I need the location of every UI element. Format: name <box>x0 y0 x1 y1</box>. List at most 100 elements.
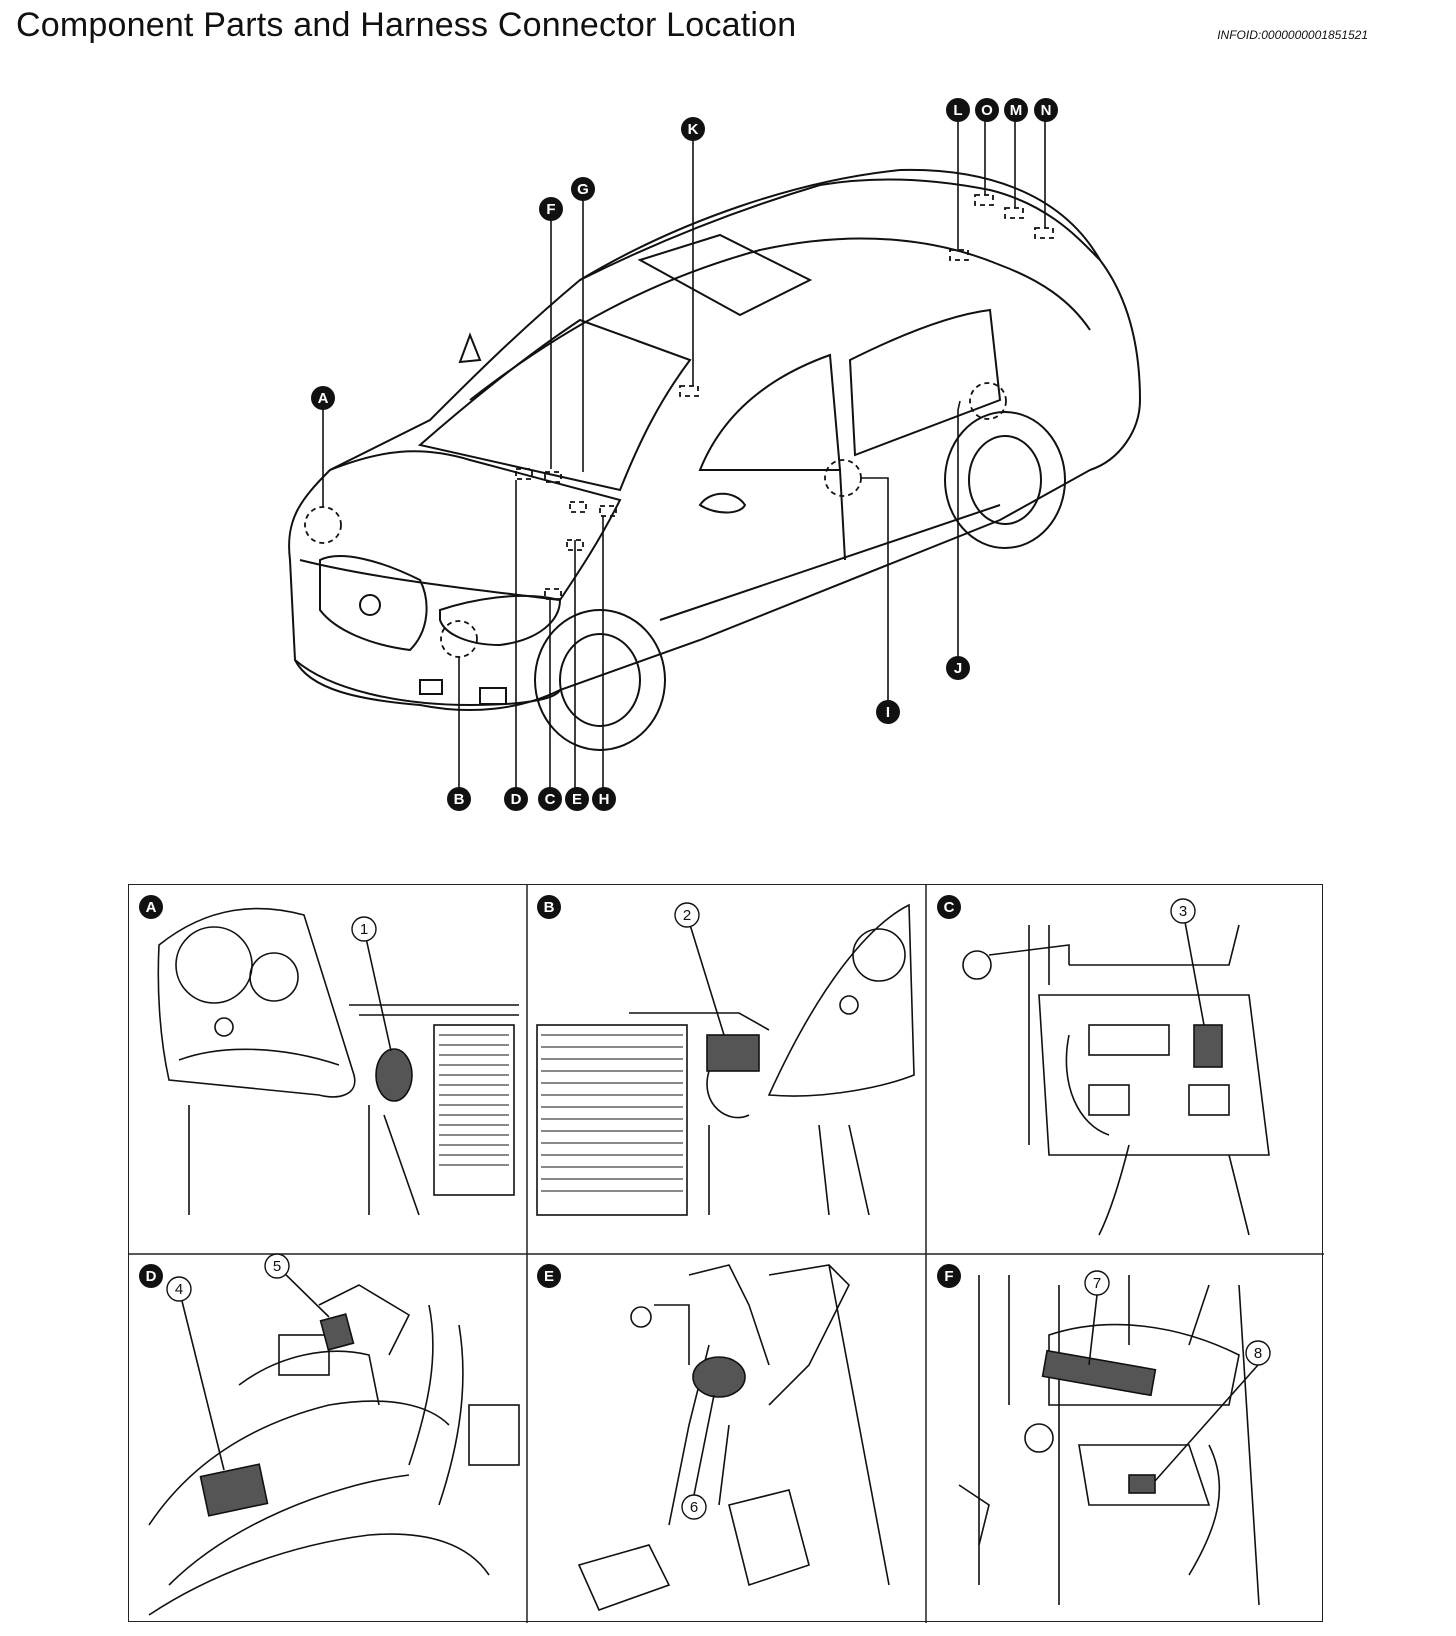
svg-text:4: 4 <box>175 1281 183 1298</box>
antenna <box>458 332 482 364</box>
svg-text:A: A <box>146 899 157 916</box>
car-body-outline <box>288 168 1142 711</box>
locator-b <box>440 620 478 658</box>
detail-view-e <box>577 1264 890 1612</box>
svg-text:6: 6 <box>690 1499 698 1516</box>
door-seam <box>839 469 846 561</box>
svg-text:I: I <box>886 704 890 721</box>
detail-label-a: A <box>139 895 163 919</box>
small-connector <box>1128 1474 1156 1494</box>
callout-o: O <box>975 98 999 122</box>
locator-a <box>304 506 342 544</box>
locator-j <box>969 382 1007 420</box>
detail-view-f <box>958 1275 1260 1606</box>
detail-label-c: C <box>937 895 961 919</box>
page-title: Component Parts and Harness Connector Lo… <box>16 6 797 44</box>
side-sill <box>659 504 1001 621</box>
component-number-2: 2 <box>674 902 700 928</box>
hood <box>299 450 622 602</box>
info-id: INFOID:0000000001851521 <box>1217 28 1368 42</box>
svg-text:1: 1 <box>360 921 368 938</box>
front-grille <box>319 555 428 652</box>
detail-view-c <box>962 910 1270 1236</box>
front-side-window <box>698 353 842 471</box>
svg-text:B: B <box>454 791 465 808</box>
svg-text:A: A <box>318 390 329 407</box>
fog-light-right <box>479 687 507 705</box>
steering-column-connector <box>199 1463 269 1517</box>
relay-component <box>1193 1024 1223 1068</box>
component-number-8: 8 <box>1245 1340 1271 1366</box>
svg-text:G: G <box>577 181 589 198</box>
component-number-3: 3 <box>1170 898 1196 924</box>
vehicle-overview-diagram: A B D C E H F G K I J L O M N <box>288 98 1142 811</box>
horn-component <box>375 1048 413 1102</box>
front-wheel <box>534 609 666 751</box>
callout-a: A <box>311 386 335 410</box>
svg-text:O: O <box>981 102 993 119</box>
rear-side-window <box>848 308 1002 457</box>
svg-text:3: 3 <box>1179 903 1187 920</box>
car-roof <box>579 178 1101 281</box>
sunroof <box>637 233 813 317</box>
svg-text:F: F <box>546 201 555 218</box>
callout-k: K <box>681 117 705 141</box>
svg-text:H: H <box>599 791 610 808</box>
svg-text:C: C <box>545 791 556 808</box>
roof-line <box>469 237 1091 401</box>
detail-view-b <box>536 903 915 1216</box>
callout-b: B <box>447 787 471 811</box>
callout-h: H <box>592 787 616 811</box>
component-number-1: 1 <box>351 916 377 942</box>
svg-text:8: 8 <box>1254 1345 1262 1362</box>
detail-label-f: F <box>937 1264 961 1288</box>
pedal-sensor-connector <box>692 1356 746 1398</box>
callout-c: C <box>538 787 562 811</box>
detail-views-svg: A 1 B <box>129 885 1324 1623</box>
column-connector-b <box>319 1313 355 1351</box>
detail-label-d: D <box>139 1264 163 1288</box>
component-number-4: 4 <box>166 1276 192 1302</box>
mirror <box>698 492 747 514</box>
detail-view-a <box>157 907 519 1216</box>
overview-callouts: A B D C E H F G K I J L O M N <box>311 98 1058 811</box>
svg-text:B: B <box>544 899 555 916</box>
svg-text:E: E <box>572 791 582 808</box>
locator-i <box>824 459 862 497</box>
windshield <box>417 318 692 492</box>
callout-j: J <box>946 656 970 680</box>
callout-e: E <box>565 787 589 811</box>
component-number-5: 5 <box>264 1253 290 1279</box>
svg-text:J: J <box>954 660 962 677</box>
svg-text:D: D <box>511 791 522 808</box>
module-connector <box>1041 1349 1157 1397</box>
detail-view-d <box>148 1265 520 1616</box>
svg-text:N: N <box>1041 102 1052 119</box>
callout-l: L <box>946 98 970 122</box>
svg-text:C: C <box>944 899 955 916</box>
svg-text:M: M <box>1010 102 1023 119</box>
svg-text:L: L <box>953 102 962 119</box>
sensor-component <box>706 1034 760 1072</box>
emblem <box>359 594 381 616</box>
svg-text:K: K <box>688 121 699 138</box>
callout-n: N <box>1034 98 1058 122</box>
component-number-7: 7 <box>1084 1270 1110 1296</box>
detail-label-e: E <box>537 1264 561 1288</box>
svg-text:D: D <box>146 1268 157 1285</box>
svg-text:E: E <box>544 1268 554 1285</box>
svg-text:7: 7 <box>1093 1275 1101 1292</box>
callout-g: G <box>571 177 595 201</box>
svg-text:5: 5 <box>273 1258 281 1275</box>
callout-d: D <box>504 787 528 811</box>
detail-label-b: B <box>537 895 561 919</box>
callout-i: I <box>876 700 900 724</box>
detail-views-grid: A 1 B <box>128 884 1324 1623</box>
svg-text:F: F <box>944 1268 953 1285</box>
fog-light-left <box>419 679 443 695</box>
callout-f: F <box>539 197 563 221</box>
rear-wheel <box>944 411 1066 549</box>
svg-text:2: 2 <box>683 907 691 924</box>
callout-m: M <box>1004 98 1028 122</box>
front-bumper <box>294 659 561 707</box>
